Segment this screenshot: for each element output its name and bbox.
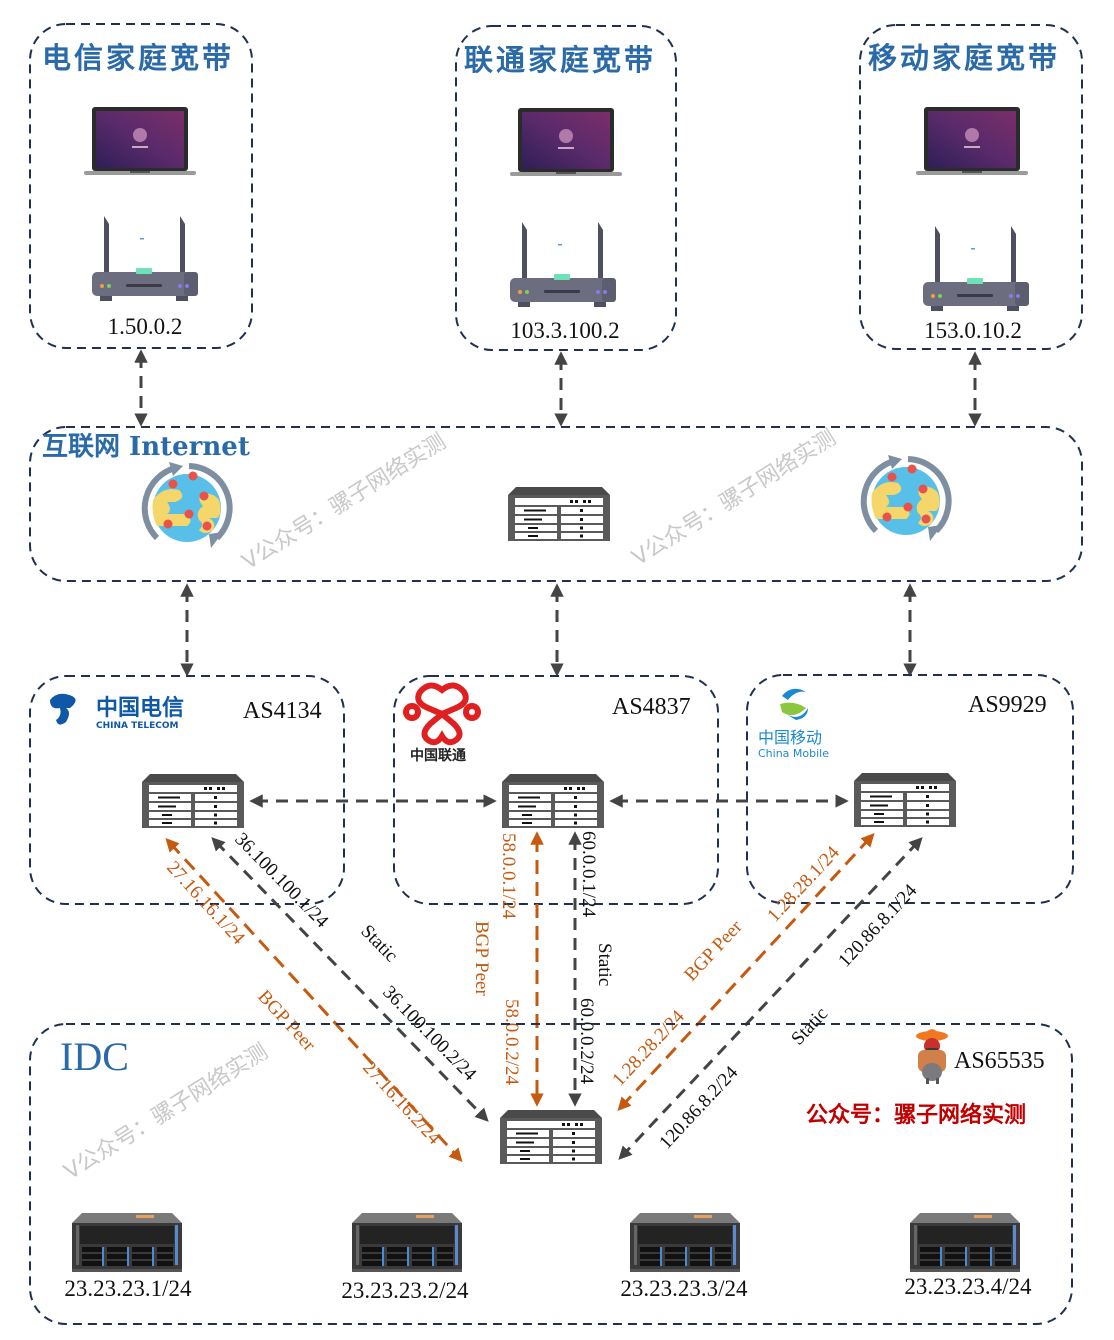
china-unicom-logo-text: 中国联通 (410, 747, 466, 764)
group-border (29, 23, 253, 349)
idc-ip-label: 1.28.28.2/24 (608, 1006, 689, 1091)
link-mobile-bgp: 1.28.28.1/24 BGP Peer 1.28.28.2/24 (608, 833, 875, 1111)
server-icon (72, 1213, 182, 1272)
isp-ip-label: 58.0.0.1/24 (498, 833, 519, 920)
globe-icon (864, 455, 949, 541)
isp-ip-label: 1.28.28.1/24 (763, 842, 844, 927)
link-line (618, 837, 923, 1160)
globe-icon (145, 462, 230, 548)
isp-ip-label: 27.16.16.1/24 (162, 857, 249, 949)
isp-china-unicom: 中国联通 AS4837 (393, 675, 719, 905)
home-router-icon (92, 216, 198, 301)
isp-china-mobile: 中国移动 China Mobile AS9929 (746, 674, 1074, 904)
group-border (29, 426, 1083, 582)
server-ip: 23.23.23.3/24 (620, 1276, 748, 1301)
home-router-icon (923, 226, 1029, 311)
svg-text:CHINA TELECOM: CHINA TELECOM (96, 721, 179, 731)
idc-ip-label: 27.16.16.2/24 (358, 1057, 445, 1149)
laptop-icon (84, 107, 196, 175)
server-3: 23.23.23.3/24 (620, 1213, 748, 1301)
isp-ip-label: 120.86.8.1/24 (834, 880, 921, 972)
home-ip: 103.3.100.2 (510, 318, 619, 343)
server-4: 23.23.23.4/24 (904, 1213, 1032, 1299)
group-border (455, 25, 677, 351)
link-telecom-bgp: 27.16.16.1/24 BGP Peer 27.16.16.2/24 (162, 838, 463, 1162)
mascot-icon (916, 1029, 948, 1084)
isp-router-icon (502, 774, 604, 828)
server-icon (352, 1213, 462, 1272)
svg-text:中国电信: 中国电信 (96, 695, 184, 721)
home-broadband-mobile: 移动家庭宽带 153.0.10.2 (859, 24, 1083, 350)
asn-label: AS4134 (243, 698, 322, 724)
group-title: 电信家庭宽带 (42, 41, 234, 75)
home-broadband-unicom: 联通家庭宽带 103.3.100.2 (455, 25, 677, 351)
server-ip: 23.23.23.4/24 (904, 1274, 1032, 1299)
core-router-icon (508, 487, 610, 541)
group-border (859, 24, 1083, 350)
laptop-icon (510, 108, 622, 176)
home-router-icon (510, 222, 616, 307)
home-broadband-telecom: 电信家庭宽带 1.50.0.2 (29, 23, 253, 349)
link-type-label: Static (356, 921, 401, 967)
isp-ip-label: 36.100.100.1/24 (230, 829, 332, 933)
server-ip: 23.23.23.2/24 (341, 1278, 469, 1303)
link-type-label: Static (787, 1003, 832, 1049)
isp-router-icon (854, 773, 956, 827)
server-icon (630, 1213, 740, 1272)
idc-ip-label: 58.0.0.2/24 (501, 999, 522, 1086)
watermark-text: V公众号：骡子网络实测 (238, 429, 451, 575)
svg-text:China Mobile: China Mobile (758, 747, 829, 760)
link-unicom-static: 60.0.0.1/24 Static 60.0.0.2/24 (568, 831, 615, 1107)
group-border (29, 1023, 1073, 1325)
china-telecom-logo: 中国电信 CHINA TELECOM (50, 693, 184, 731)
link-type-label: Static (594, 943, 615, 986)
internet-cloud: 互联网 Internet (29, 426, 1083, 582)
svg-text:中国移动: 中国移动 (758, 728, 822, 747)
server-1: 23.23.23.1/24 (64, 1213, 192, 1301)
link-line (617, 833, 875, 1111)
idc-ip-label: 36.100.100.2/24 (378, 982, 480, 1086)
brand-label: 公众号：骡子网络实测 (806, 1102, 1026, 1128)
server-icon (910, 1213, 1020, 1272)
isp-ip-label: 60.0.0.1/24 (578, 831, 599, 918)
link-line (211, 837, 489, 1122)
idc-datacenter: IDC AS65535 公众号：骡子网络实测 23.23.23.1/24 23.… (29, 1023, 1073, 1325)
asn-label: AS9929 (968, 692, 1047, 718)
home-ip: 1.50.0.2 (108, 314, 183, 339)
link-type-label: BGP Peer (471, 921, 492, 996)
link-type-label: BGP Peer (680, 916, 747, 985)
idc-ip-label: 60.0.0.2/24 (576, 998, 597, 1085)
china-unicom-logo (403, 682, 481, 746)
home-ip: 153.0.10.2 (924, 318, 1022, 343)
link-telecom-static: 36.100.100.1/24 Static 36.100.100.2/24 (211, 829, 489, 1122)
link-unicom-bgp: 58.0.0.1/24 BGP Peer 58.0.0.2/24 (471, 831, 544, 1107)
idc-border-router-icon (500, 1110, 602, 1164)
watermark-text: V公众号：骡子网络实测 (628, 425, 841, 571)
group-border (393, 675, 719, 905)
laptop-icon (916, 107, 1028, 175)
asn-label: AS4837 (612, 694, 691, 720)
china-mobile-logo: 中国移动 China Mobile (758, 688, 829, 760)
server-2: 23.23.23.2/24 (341, 1213, 469, 1303)
idc-title: IDC (60, 1034, 129, 1079)
isp-router-icon (142, 774, 244, 828)
group-title: 联通家庭宽带 (464, 43, 656, 77)
internet-title: 互联网 Internet (42, 432, 250, 462)
server-ip: 23.23.23.1/24 (64, 1276, 192, 1301)
group-title: 移动家庭宽带 (868, 41, 1060, 75)
asn-label: AS65535 (954, 1048, 1045, 1074)
